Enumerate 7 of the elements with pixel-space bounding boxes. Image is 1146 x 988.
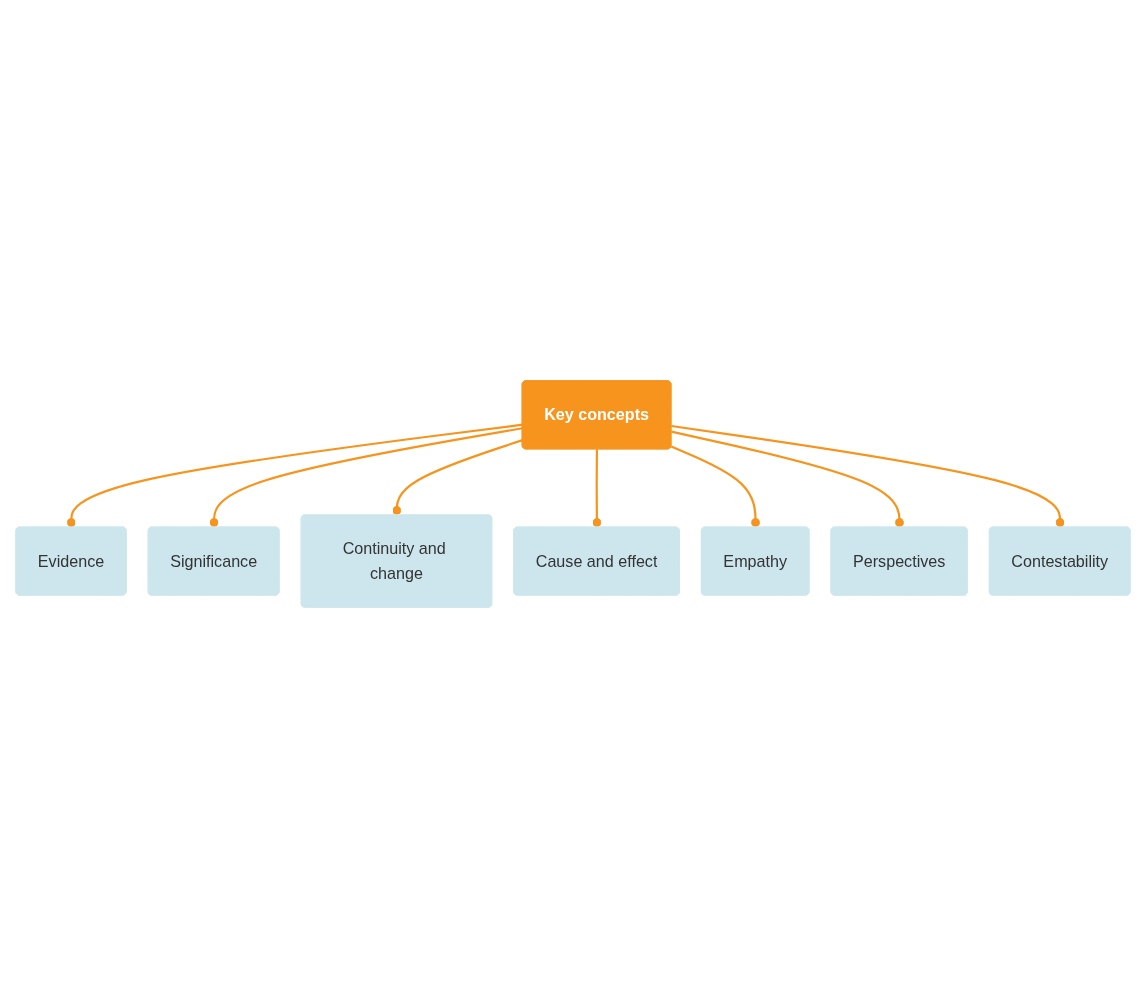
connector [66,423,523,528]
connector [670,445,760,528]
connector [392,439,523,516]
connector [592,449,602,528]
connector [671,424,1065,528]
connector [671,430,904,528]
connector [209,427,523,528]
